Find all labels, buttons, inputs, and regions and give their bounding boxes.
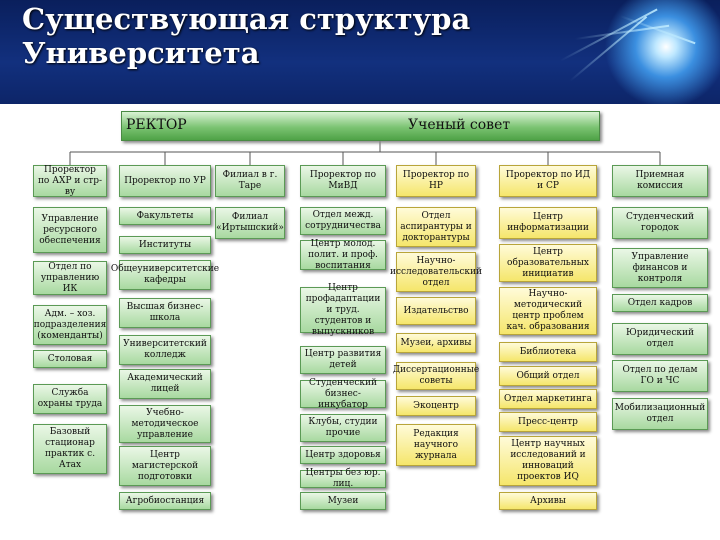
c6-item-8: Центр научных исследований и инноваций п… [499,436,597,486]
c6-item-5: Общий отдел [499,366,597,386]
c1-item-3: Адм. – хоз. подразделения (коменданты) [33,305,107,345]
c5-item-1: Отдел аспирантуры и докторантуры [396,207,476,247]
rector-label: РЕКТОР [126,117,187,133]
c7-item-2: Управление финансов и контроля [612,248,708,288]
c7-item-5: Отдел по делам ГО и ЧС [612,360,708,392]
c2-header: Проректор по УР [119,165,211,197]
c4-item-6: Клубы, студии прочие [300,414,386,442]
academic-council-label: Ученый совет [408,117,511,133]
page-title: Существующая структура Университета [22,2,470,70]
c6-item-3: Научно-методический центр проблем кач. о… [499,287,597,335]
c4-item-5: Студенческий бизнес-инкубатор [300,378,386,410]
c2-item-6: Академический лицей [119,369,211,399]
c2-item-7: Учебно-методическое управление [119,405,211,443]
c2-item-9: Агробиостанция [119,492,211,510]
c6-header: Проректор по ИД и СР [499,165,597,197]
c4-item-1: Отдел межд. сотрудничества [300,207,386,235]
c3-item-1: Филиал «Иртышский» [215,207,285,239]
c2-item-2: Институты [119,236,211,254]
c4-item-8: Центры без юр. лиц. [300,468,386,489]
c1-item-1: Управление ресурсного обеспечения [33,207,107,253]
c6-item-6: Отдел маркетинга [499,389,597,409]
c1-header: Проректор по АХР и стр-ву [33,165,107,197]
c1-item-5: Служба охраны труда [33,384,107,414]
c7-header: Приемная комиссия [612,165,708,197]
c6-item-1: Центр информатизации [499,207,597,239]
title-line-2: Университета [22,36,260,70]
c5-item-5: Диссертационные советы [393,362,479,390]
c5-item-6: Экоцентр [396,396,476,416]
c2-item-4: Высшая бизнес-школа [119,298,211,328]
c4-item-4: Центр развития детей [300,346,386,374]
c1-item-6: Базовый стационар практик с. Атах [33,424,107,474]
c6-item-7: Пресс-центр [499,412,597,432]
c5-item-4: Музеи, архивы [396,333,476,353]
c5-item-7: Редакция научного журнала [396,424,476,466]
c7-item-1: Студенческий городок [612,207,708,239]
c7-item-3: Отдел кадров [612,294,708,312]
c7-item-6: Мобилизационный отдел [612,398,708,430]
c1-item-4: Столовая [33,350,107,368]
c2-item-8: Центр магистерской подготовки [119,446,211,486]
c4-header: Проректор по МиВД [300,165,386,197]
c4-item-7: Центр здоровья [300,446,386,464]
c5-item-3: Издательство [396,297,476,325]
c6-item-2: Центр образовательных инициатив [499,244,597,282]
c5-header: Проректор по НР [396,165,476,197]
c5-item-2: Научно-исследовательский отдел [390,252,482,292]
title-banner: Существующая структура Университета [0,0,720,104]
c6-item-9: Архивы [499,492,597,510]
top-header-bar [121,111,600,141]
c4-item-9: Музеи [300,492,386,510]
c2-item-5: Университетский колледж [119,335,211,365]
c4-item-3: Центр профадаптации и труд. студентов и … [300,283,386,337]
c2-item-1: Факультеты [119,207,211,225]
c6-item-4: Библиотека [499,342,597,362]
title-line-1: Существующая структура [22,2,471,36]
c2-item-3: Общеуниверситетские кафедры [111,260,219,290]
c3-header: Филиал в г. Таре [215,165,285,197]
c7-item-4: Юридический отдел [612,323,708,355]
c4-item-2: Центр молод. полит. и проф. воспитания [300,239,386,271]
c1-item-2: Отдел по управлению ИК [33,261,107,295]
